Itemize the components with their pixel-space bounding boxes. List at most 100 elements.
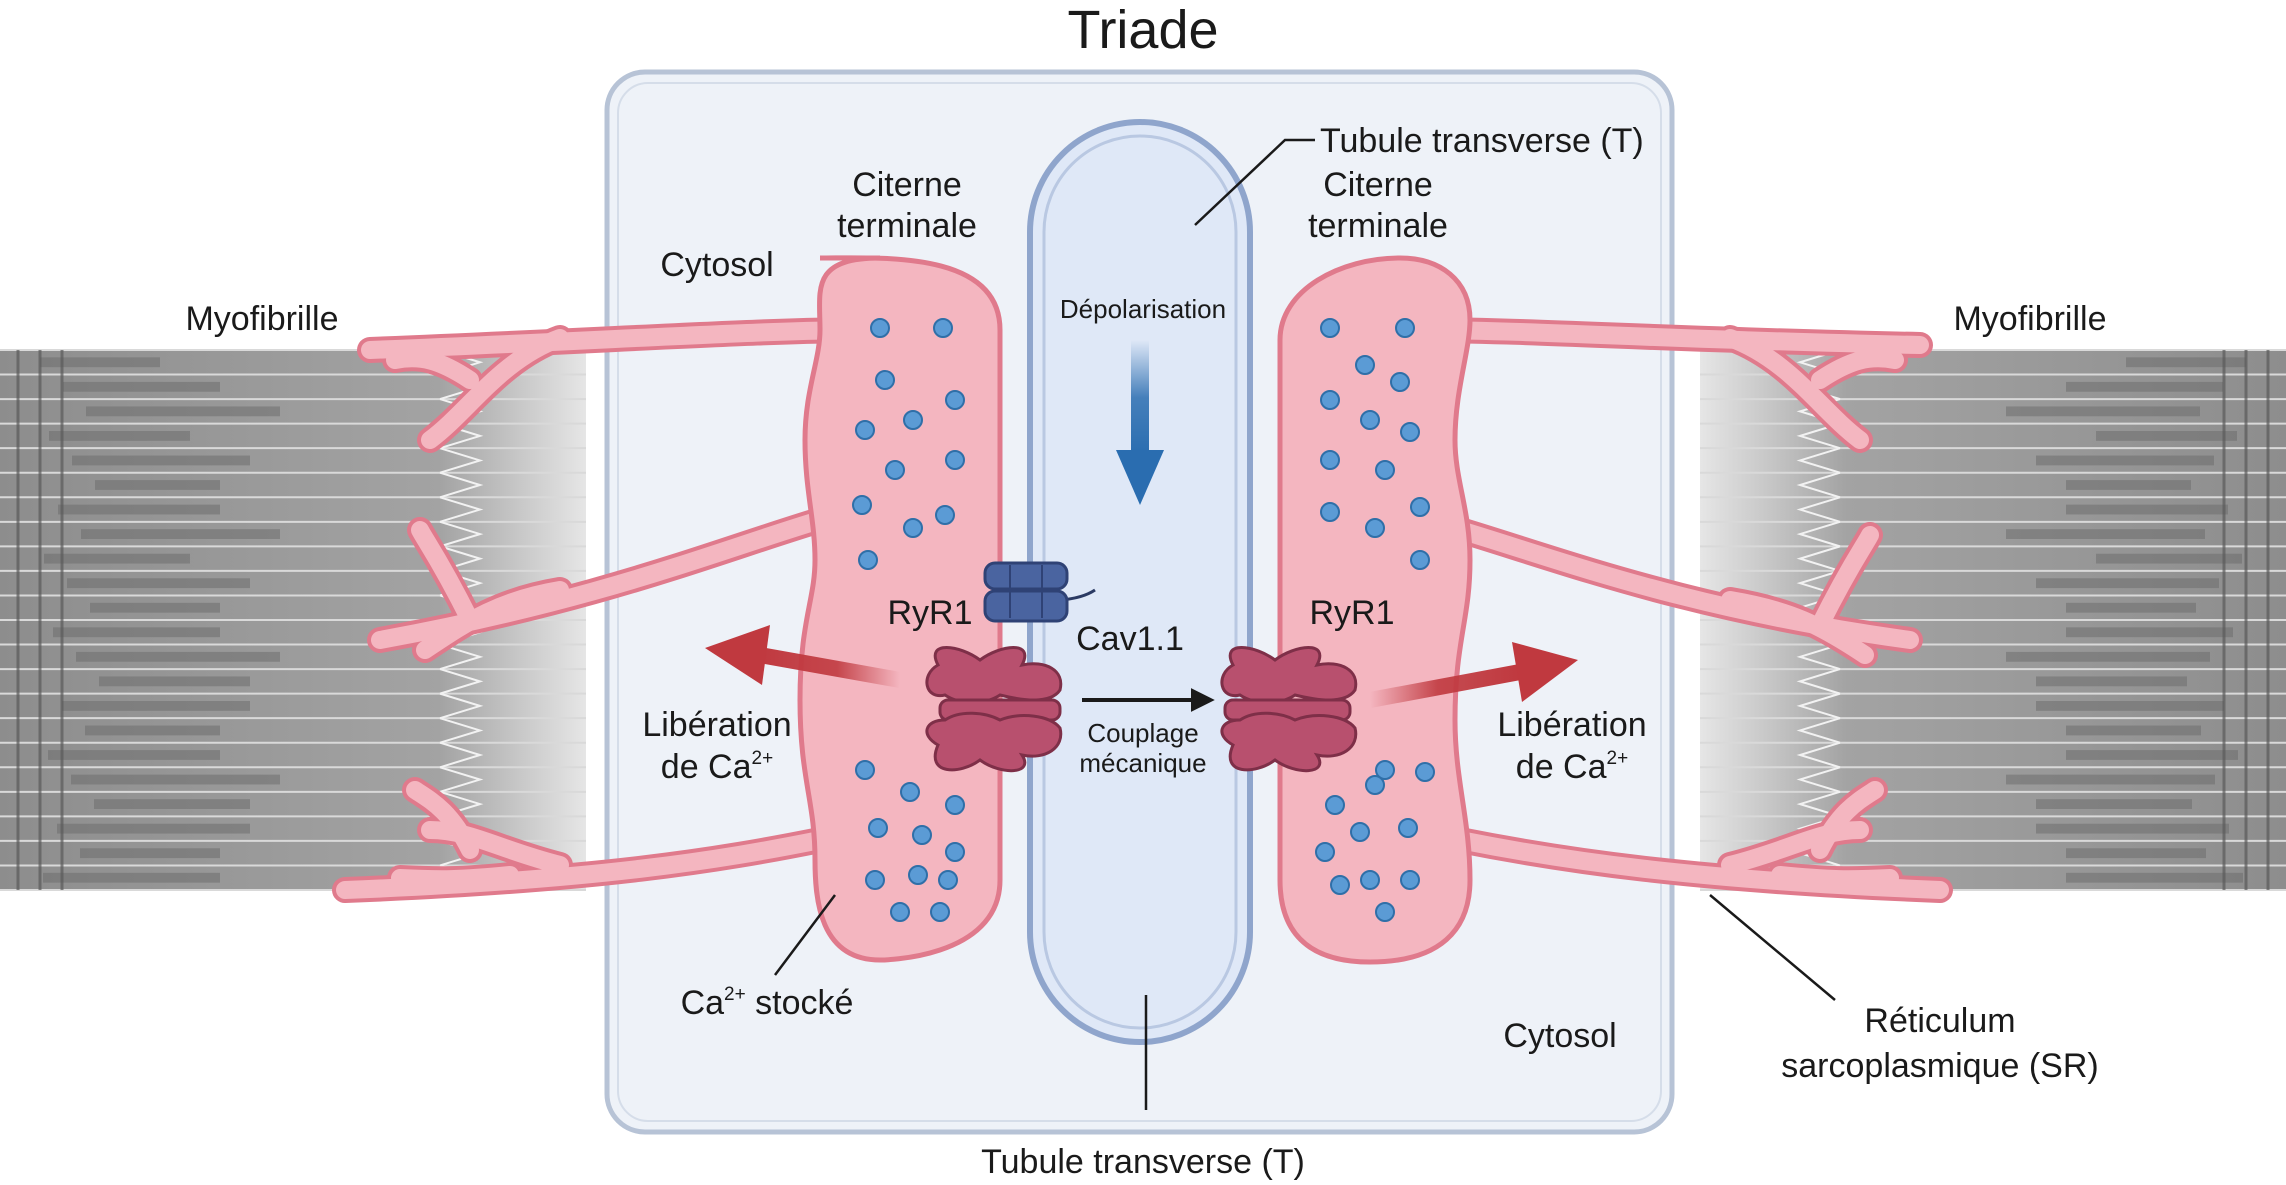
calcium-ion-dot [930,902,950,922]
calcium-ion-dot [1410,497,1430,517]
calcium-ion-dot [1320,502,1340,522]
myofibril-h-zone [1796,692,1841,720]
myofibril-band [94,799,250,809]
myofibril-band [62,701,250,711]
myofibril-band [48,750,220,760]
calcium-ion-dot [1330,875,1350,895]
calcium-ion-dot [868,818,888,838]
myofibril-band [2036,823,2229,834]
calcium-ion-dot [1360,870,1380,890]
release-arrow-right-head [1512,642,1578,702]
depolarization-label: Dépolarisation [1060,294,1226,324]
cav-label: Cav1.1 [1076,620,1184,658]
ryr1-channel-right [1220,646,1358,773]
calcium-ion-dot [1375,760,1395,780]
ryr1-channel-left [925,646,1063,773]
myofibril-band [2006,774,2215,785]
ryr1-label-left: RyR1 [887,594,972,632]
myofibril-h-zone [1796,520,1841,548]
myofibril-band [76,651,280,662]
myofibril-band [43,872,220,883]
myofibril-band [2066,504,2228,515]
myofibril-h-zone [439,520,484,548]
calcium-ion-dot [1365,518,1385,538]
myofibril-band [2036,578,2219,589]
t-tubule-label-top: Tubule transverse (T) [1320,122,1644,160]
myofibril-band [72,455,250,466]
release-right-label-2: de Ca2+ [1516,748,1628,786]
myofibril-band [86,406,280,417]
calcium-ion-dot [1375,902,1395,922]
calcium-ion-dot [945,842,965,862]
myofibril-band [71,774,280,785]
calcium-ion-dot [875,370,895,390]
myofibril-h-zone [1796,741,1841,769]
myofibril-h-zone [439,717,484,744]
cytosol-label-bottom: Cytosol [1503,1017,1616,1055]
calcium-ion-dot [933,318,953,338]
myofibril-band [58,504,220,515]
release-right-label-1: Libération [1497,706,1646,744]
calcium-ion-dot [945,795,965,815]
cav-channel [983,561,1096,623]
coupling-label-2: mécanique [1079,748,1206,778]
leader-stored-ca [774,894,836,976]
myofibril-band [44,553,190,564]
myofibril-band [2006,406,2200,417]
myofibril-h-zone [1796,668,1841,695]
cistern-left-label-1: Citerne [852,166,962,204]
terminal-cistern-left [797,255,1003,963]
calcium-ion-dot [890,902,910,922]
calcium-ion-dot [870,318,890,338]
myofibril-band [2036,799,2192,809]
calcium-ion-dot [1395,318,1415,338]
cytosol-label-top: Cytosol [660,246,773,284]
diagram-title: Triade [1067,0,1218,60]
calcium-ion-dot [945,450,965,470]
myofibril-band [95,480,220,490]
myofibril-h-zone [439,668,484,695]
myofibril-band [49,431,190,441]
depolarization-arrow-shaft [1131,340,1149,455]
calcium-ion-dot [855,760,875,780]
calcium-ion-dot [903,518,923,538]
myofibril-band [90,602,220,613]
myofibril-band [2066,602,2196,613]
calcium-ion-dot [865,870,885,890]
myofibril-band [99,676,250,687]
myofibril-band [2096,553,2242,564]
myofibril-band [2096,431,2237,441]
myofibril-band [2066,627,2233,638]
calcium-ion-dot [1398,818,1418,838]
myofibril-band [40,357,160,368]
sr-label-1: Réticulum [1864,1002,2015,1040]
release-arrow-left-head [705,625,770,685]
myofibril-band [80,848,220,859]
myofibril-band [2066,750,2238,760]
cistern-right-label-2: terminale [1308,207,1448,245]
stored-ca-label: Ca2+ stocké [681,984,854,1022]
calcium-ion-dot [858,550,878,570]
release-left-label-1: Libération [642,706,791,744]
myofibril-h-zone [1796,496,1841,523]
coupling-label-1: Couplage [1087,718,1198,748]
calcium-ion-dot [1415,762,1435,782]
myofibril-band [2066,848,2206,859]
calcium-ion-dot [1390,372,1410,392]
cistern-left-label-2: terminale [837,207,977,245]
myofibril-h-zone [1796,643,1841,671]
sr-label-2: sarcoplasmique (SR) [1781,1047,2098,1085]
calcium-ion-dot [1410,550,1430,570]
sr-branches-right [1407,317,1953,903]
myofibril-h-zone [1796,790,1841,818]
leader-sr [1709,894,1836,1001]
myofibril-band [81,529,280,539]
myofibril-left-label: Myofibrille [185,300,338,338]
calcium-ion-dot [1400,422,1420,442]
calcium-ion-dot [912,825,932,845]
myofibril-h-zone [439,766,484,793]
myofibril-band [2066,480,2191,490]
ryr1-label-right: RyR1 [1309,594,1394,632]
myofibril-band [57,823,250,834]
